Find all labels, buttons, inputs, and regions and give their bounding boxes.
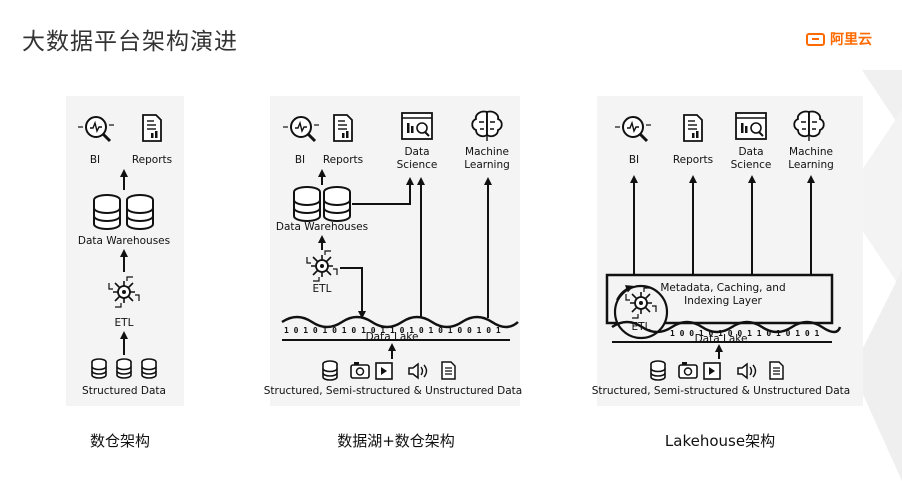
reports-label: Reports [132, 154, 172, 166]
database-icon [323, 186, 351, 222]
database-icon [293, 186, 321, 222]
lake-label: Data Lake [366, 331, 419, 343]
warehouses-label: Data Warehouses [276, 221, 368, 233]
metadata-label-2: Indexing Layer [684, 295, 762, 307]
page-title: 大数据平台架构演进 [22, 29, 238, 55]
bi-label: BI [629, 154, 639, 166]
reports-label: Reports [673, 154, 713, 166]
source-label: Structured, Semi-structured & Unstructur… [592, 385, 851, 397]
speaker-icon [737, 362, 757, 380]
report-icon [333, 114, 353, 142]
binary-stream: 1 0 0 1 0 1 0 0 1 1 0 1 0 1 0 1 [670, 329, 819, 338]
caption-warehouse: 数仓架构 [90, 432, 150, 450]
panel-3-lakehouse: BI Reports Data Science Machine Learning… [592, 110, 851, 397]
brand-name: 阿里云 [830, 32, 872, 48]
data-science-icon [401, 112, 433, 140]
etl-label: ETL [313, 283, 332, 295]
ml-label-2: Learning [788, 159, 834, 171]
database-icon [322, 360, 338, 381]
panel-3-background [597, 96, 863, 406]
lake-label: Data Lake [695, 333, 748, 345]
database-icon [91, 358, 107, 379]
report-icon [683, 114, 703, 142]
database-icon [126, 194, 154, 230]
source-label: Structured Data [82, 385, 166, 397]
source-label: Structured, Semi-structured & Unstructur… [264, 385, 523, 397]
metadata-label: Metadata, Caching, and [660, 282, 785, 294]
database-icon [93, 194, 121, 230]
science-label-2: Science [397, 159, 438, 171]
report-icon [142, 114, 162, 142]
brand-logo: 阿里云 [806, 29, 872, 49]
panel-1-data-warehouse: BI Reports Data Warehouses ETL Structure… [76, 114, 172, 397]
ml-label: Machine [789, 146, 833, 158]
reports-label: Reports [323, 154, 363, 166]
warehouses-label: Data Warehouses [78, 235, 170, 247]
play-icon [375, 362, 393, 380]
panel-2-background [270, 96, 520, 406]
database-icon [650, 360, 666, 381]
document-icon [769, 361, 784, 380]
metadata-layer-box [605, 273, 834, 325]
caption-lakehouse: Lakehouse架构 [665, 432, 775, 450]
database-icon [116, 358, 132, 379]
data-science-icon [735, 112, 767, 140]
corner-decoration [842, 70, 902, 481]
panel-2-lake-warehouse: BI Reports Data Science Machine Learning… [264, 110, 523, 397]
caption-lake-warehouse: 数据湖+数仓架构 [337, 432, 455, 450]
bi-label: BI [295, 154, 305, 166]
document-icon [441, 361, 456, 380]
binary-stream: 1 0 1 0 1 0 1 0 1 0 1 1 0 1 0 1 0 1 0 0 … [284, 326, 501, 335]
science-label: Data [404, 146, 429, 158]
play-icon [703, 362, 721, 380]
camera-icon [350, 362, 370, 379]
speaker-icon [408, 362, 428, 380]
science-label-2: Science [731, 159, 772, 171]
ml-label-2: Learning [464, 159, 510, 171]
bi-label: BI [90, 154, 100, 166]
database-icon [141, 358, 157, 379]
etl-label: ETL [115, 317, 134, 329]
science-label: Data [738, 146, 763, 158]
camera-icon [678, 362, 698, 379]
ml-label: Machine [465, 146, 509, 158]
aliyun-logo-icon [806, 32, 825, 46]
